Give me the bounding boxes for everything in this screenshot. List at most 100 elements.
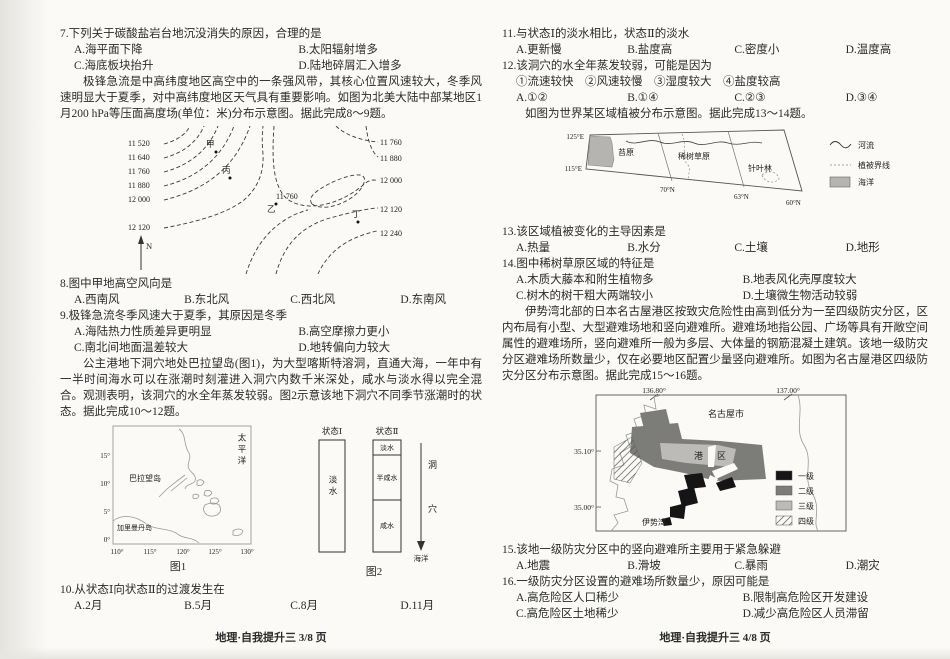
svg-text:136.80°: 136.80° — [642, 387, 666, 395]
vegetation-map-figure: 苔原 稀树草原 针叶林 125°E 115°E 70°N 63°N 60°N 河… — [530, 125, 928, 221]
depth-arrow-icon — [417, 443, 425, 551]
scan-edge-bottom — [0, 647, 950, 659]
north-arrow-icon: N — [138, 235, 152, 270]
question-14-option-a: A.木质大藤本和附生植物多 — [516, 274, 654, 286]
question-13-option-c: C.土壤 — [734, 242, 768, 254]
svg-text:10°: 10° — [100, 480, 110, 488]
svg-text:63°N: 63°N — [734, 193, 749, 201]
question-11-option-c: C.密度小 — [734, 44, 780, 56]
question-14: 14.图中稀树草原区域的特征是 A.木质大藤本和附生植物多 B.地表风化壳厚度较… — [502, 256, 928, 304]
north-label: N — [146, 241, 152, 251]
question-13-stem: 13.该区域植被变化的主导因素是 — [502, 226, 666, 238]
question-8-options: A.西南风 B.东北风 C.西北风 D.东南风 — [60, 292, 482, 308]
question-12-option-a: A.①② — [516, 92, 548, 104]
svg-text:11 880: 11 880 — [380, 154, 402, 163]
palawan-map-figure: 15° 10° 5° 0° 110° 115° 120° 125° 130° 太… — [93, 423, 263, 580]
svg-text:11 640: 11 640 — [128, 153, 150, 162]
contour-lines — [163, 126, 379, 274]
cave-state-svg: 状态Ⅰ 状态Ⅱ 淡水 半咸水 咸水 海洋 — [318, 426, 429, 563]
cave-char-top-label: 洞 — [428, 460, 438, 470]
page-right: 11.与状态Ⅰ的淡水相比，状态Ⅱ的淡水 A.更新慢 B.盐度高 C.密度小 D.… — [502, 26, 928, 622]
svg-text:35.10°: 35.10° — [574, 447, 594, 456]
palawan-lon-labels: 110° 115° 120° 125° 130° — [110, 548, 253, 556]
state2-brackish-label: 半咸水 — [377, 473, 398, 482]
question-9-option-c: C.南北间地面温差较大 — [74, 342, 189, 354]
cave-paragraph: 公主港地下洞穴地处巴拉望岛(图1)，为大型喀斯特溶洞，直通大海，一年中有一半时间… — [60, 358, 482, 418]
state1-header: 状态Ⅰ — [322, 426, 342, 436]
level2-legend-label: 二级 — [798, 486, 814, 496]
ocean-end-label: 海洋 — [414, 553, 429, 563]
ocean-area — [587, 135, 615, 168]
question-16-options: A.高危险区人口稀少 B.限制高危险区开发建设 C.高危险区土地稀少 D.减少高… — [502, 590, 928, 622]
question-9-options: A.海陆热力性质差异更明显 B.高空摩擦力更小 C.南北间地面温差较大 D.地转… — [60, 324, 482, 356]
ocean-legend-icon — [829, 176, 851, 188]
nagoya-map-svg: 136.80° 137.00° 35.10° 35.00° — [574, 387, 847, 532]
footer-right-subject: 地理·自我提升三 — [659, 632, 741, 644]
level4-legend-icon — [775, 515, 793, 526]
svg-text:115°: 115° — [143, 548, 156, 556]
question-8-option-b: B.东北风 — [184, 294, 230, 306]
question-10-option-c: C.8月 — [290, 600, 319, 612]
footer-left-subject: 地理·自我提升三 — [215, 632, 297, 644]
level3-legend-icon — [775, 500, 793, 511]
question-10-stem: 10.从状态Ⅰ向状态Ⅱ的过渡发生在 — [60, 584, 225, 596]
footer-right: 地理·自我提升三 4/8 页 — [502, 629, 928, 645]
level4-legend-label: 四级 — [798, 516, 814, 526]
svg-text:115°E: 115°E — [565, 165, 582, 173]
ise-bay-label: 伊势湾 — [642, 517, 666, 527]
question-8-option-c: C.西北风 — [290, 294, 336, 306]
question-9-option-b: B.高空摩擦力更小 — [298, 326, 390, 338]
question-10: 10.从状态Ⅰ向状态Ⅱ的过渡发生在 A.2月 B.5月 C.8月 D.11月 — [60, 582, 482, 614]
question-12-option-c: C.②③ — [734, 92, 766, 104]
question-7-option-c: C.海底板块抬升 — [74, 60, 154, 72]
level1-legend-icon — [775, 470, 793, 481]
question-16: 16.一级防灾分区设置的避难场所数量少，原因可能是 A.高危险区人口稀少 B.限… — [502, 574, 928, 622]
question-16-option-d: D.减少高危险区人员滞留 — [742, 608, 869, 620]
question-11: 11.与状态Ⅰ的淡水相比，状态Ⅱ的淡水 A.更新慢 B.盐度高 C.密度小 D.… — [502, 26, 928, 58]
question-15-option-b: B.滑坡 — [627, 560, 661, 572]
question-15-option-d: D.潮灾 — [845, 560, 880, 572]
question-15: 15.该地一级防灾分区中的竖向避难所主要用于紧急躲避 A.地震 B.滑坡 C.暴… — [502, 542, 928, 574]
question-9-option-d: D.地转偏向力较大 — [298, 342, 391, 354]
question-12-option-b: B.①④ — [627, 92, 659, 104]
question-12-stem: 12.该洞穴的水全年蒸发较弱，可能是因为 — [502, 60, 712, 72]
nagoya-legend: 一级 二级 三级 四级 — [775, 470, 814, 526]
question-9-option-a: A.海陆热力性质差异更明显 — [74, 326, 212, 338]
figure1-caption: 图1 — [169, 561, 187, 573]
state2-salt-label: 咸水 — [380, 521, 394, 530]
question-9-stem: 9.极锋急流冬季风速大于夏季，其原因是冬季 — [60, 310, 288, 322]
svg-text:70°N: 70°N — [660, 186, 675, 194]
figure-row: 15° 10° 5° 0° 110° 115° 120° 125° 130° 太… — [60, 423, 482, 580]
question-7-option-b: B.太阳辐射增多 — [298, 44, 378, 56]
contour-map-svg: 11 520 11 640 11 760 11 880 12 000 12 12… — [128, 126, 402, 274]
question-11-option-a: A.更新慢 — [516, 44, 562, 56]
kalimantan-island-label: 加里曼丹岛 — [117, 524, 152, 532]
svg-text:130°: 130° — [240, 548, 254, 556]
tundra-label: 苔原 — [618, 147, 634, 157]
nagoya-city-label: 名古屋市 — [708, 408, 744, 419]
svg-text:11 760: 11 760 — [380, 138, 402, 147]
page-left: 7.下列关于碳酸盐岩台地沉没消失的原因，合理的是 A.海平面下降 B.太阳辐射增… — [60, 26, 482, 614]
graticule-lines — [657, 130, 745, 188]
state2-fresh-label: 淡水 — [380, 443, 394, 452]
contour-points: 甲 丙 乙 丁 — [206, 139, 361, 224]
question-12-items: ①流速较快 ②风速较慢 ③湿度较大 ④盐度较高 — [516, 76, 781, 88]
river-legend-label: 河流 — [858, 140, 874, 150]
scan-edge-left — [0, 0, 48, 659]
question-12-options: A.①② B.①④ C.②③ D.③④ — [502, 90, 928, 106]
question-7: 7.下列关于碳酸盐岩台地沉没消失的原因，合理的是 A.海平面下降 B.太阳辐射增… — [60, 26, 482, 74]
jet-stream-paragraph: 极锋急流是中高纬度地区高空中的一条强风带，其核心位置风速较大，冬季风速明显大于夏… — [60, 76, 482, 120]
level2-legend-icon — [775, 485, 793, 496]
question-13-option-b: B.水分 — [627, 242, 661, 254]
svg-text:120°: 120° — [176, 548, 190, 556]
question-7-stem: 7.下列关于碳酸盐岩台地沉没消失的原因，合理的是 — [60, 28, 322, 40]
point-bing-label: 丙 — [222, 165, 231, 175]
svg-text:11 760: 11 760 — [128, 167, 150, 176]
svg-text:12 120: 12 120 — [128, 223, 150, 232]
conifer-label: 针叶林 — [748, 163, 772, 173]
nagoya-map-figure: 136.80° 137.00° 35.10° 35.00° — [566, 387, 928, 539]
question-10-option-b: B.5月 — [184, 600, 212, 612]
question-9: 9.极锋急流冬季风速大于夏季，其原因是冬季 A.海陆热力性质差异更明显 B.高空… — [60, 308, 482, 356]
boundary-legend-label: 植被界线 — [858, 160, 890, 170]
vegetation-boundaries — [681, 133, 780, 183]
